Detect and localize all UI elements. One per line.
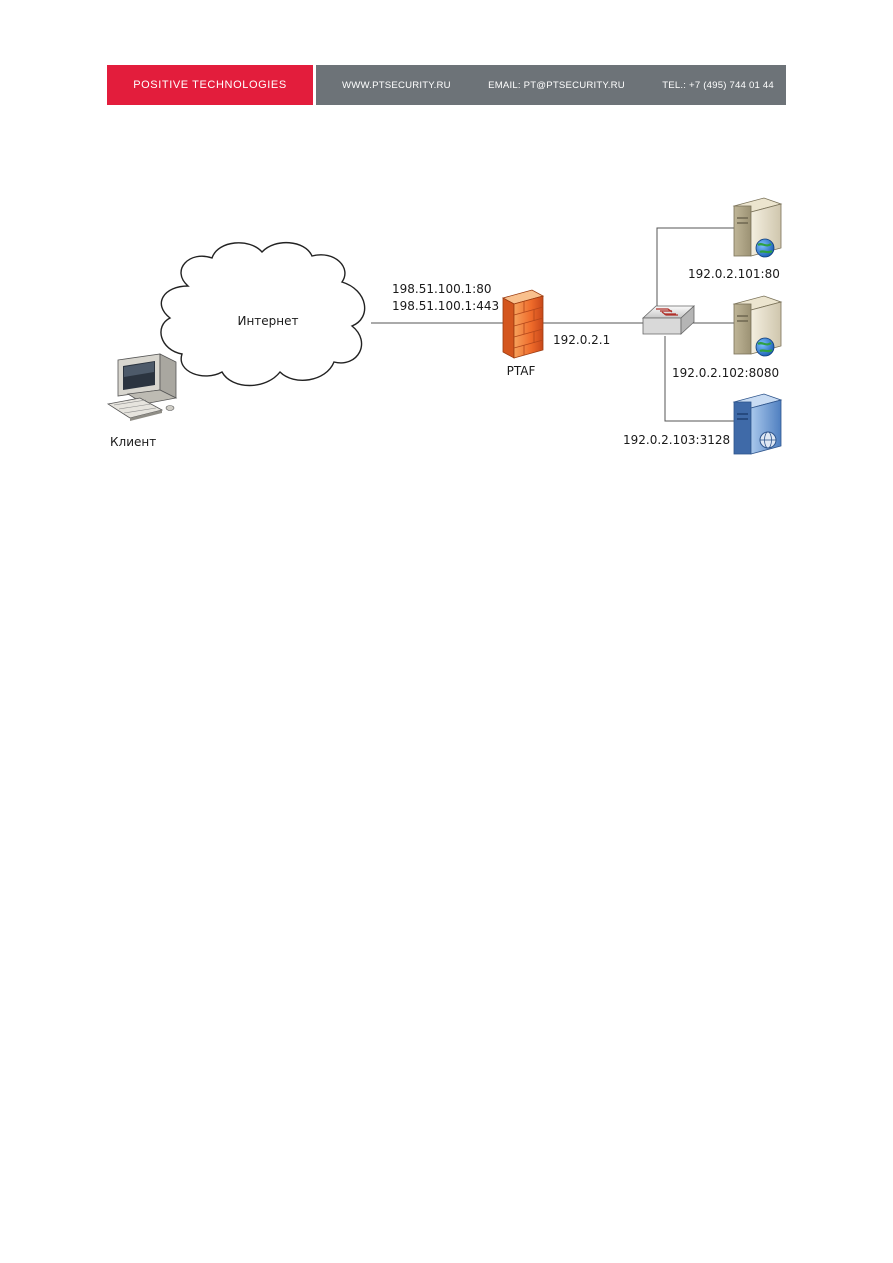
contact-bar: WWW.PTSECURITY.RU EMAIL: PT@PTSECURITY.R… <box>316 65 786 105</box>
web-server-icon <box>732 295 783 357</box>
proxy-server-icon <box>732 393 783 455</box>
client-label: Клиент <box>110 435 156 449</box>
link-switch-server-1 <box>656 227 734 310</box>
ptaf-external-address-2: 198.51.100.1:443 <box>392 299 499 313</box>
phone-number: TEL.: +7 (495) 744 01 44 <box>662 79 774 91</box>
ptaf-label: PTAF <box>507 364 536 378</box>
ptaf-external-address-1: 198.51.100.1:80 <box>392 282 491 296</box>
web-server-icon <box>732 197 783 258</box>
link-switch-server-3 <box>664 336 734 422</box>
cloud-icon: Интернет <box>160 241 366 387</box>
website-link[interactable]: WWW.PTSECURITY.RU <box>342 79 451 91</box>
header-divider <box>313 65 316 105</box>
server-1-address: 192.0.2.101:80 <box>688 267 780 281</box>
page-header: POSITIVE TECHNOLOGIES WWW.PTSECURITY.RU … <box>107 65 786 105</box>
switch-icon <box>641 305 696 335</box>
brand-logo: POSITIVE TECHNOLOGIES <box>107 65 313 105</box>
workstation-icon <box>106 353 178 421</box>
firewall-icon <box>501 289 545 359</box>
email-link[interactable]: EMAIL: PT@PTSECURITY.RU <box>488 79 625 91</box>
internet-label: Интернет <box>237 314 298 328</box>
ptaf-internal-address: 192.0.2.1 <box>553 333 610 347</box>
connection-lines <box>371 227 734 422</box>
server-3-address: 192.0.2.103:3128 <box>623 433 730 447</box>
server-2-address: 192.0.2.102:8080 <box>672 366 779 380</box>
